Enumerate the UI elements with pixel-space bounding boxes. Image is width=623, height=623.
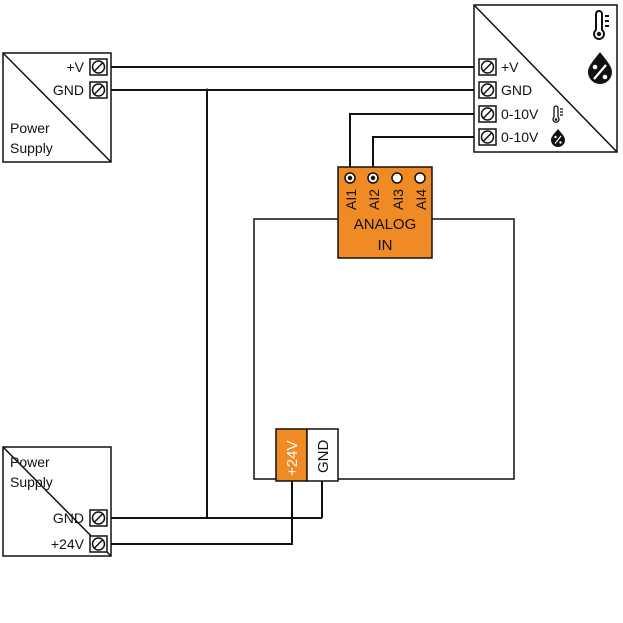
ai4-label: AI4 (413, 189, 429, 210)
power-gnd-label: GND (315, 440, 332, 474)
ps-bottom-gnd-label: GND (53, 510, 84, 526)
ai1-label: AI1 (343, 189, 359, 210)
input-terminal (391, 172, 403, 184)
input-terminal (367, 172, 379, 184)
input-terminal (414, 172, 426, 184)
analog-module-subtitle: IN (378, 237, 393, 254)
wire-ai2 (372, 136, 478, 178)
power-24v-label: +24V (284, 441, 301, 476)
input-terminal (344, 172, 356, 184)
ps-bottom-24v-label: +24V (51, 536, 85, 552)
power-supply-top: +V GND Power Supply (2, 52, 112, 163)
thermometer-icon (593, 10, 609, 40)
humidity-percent-icon (588, 52, 612, 84)
ps-bottom-label-line2: Supply (10, 474, 53, 490)
thermometer-icon (552, 105, 563, 123)
wire-ai1 (349, 113, 478, 178)
terminal-screw-icon (478, 128, 497, 146)
analog-input-module: AI1 AI2 AI3 AI4 ANALOG IN (337, 166, 433, 259)
wire-bottom-24v (108, 481, 293, 545)
ps-top-label-line1: Power (10, 120, 50, 136)
ps-top-gnd-label: GND (53, 82, 84, 98)
ps-top-label-line2: Supply (10, 140, 53, 156)
terminal-screw-icon (478, 81, 497, 99)
terminal-screw-icon (89, 509, 108, 527)
sensor-temp-signal-label: 0-10V (501, 106, 539, 122)
terminal-screw-icon (89, 81, 108, 99)
sensor-plus-v-label: +V (501, 59, 519, 75)
terminal-screw-icon (89, 58, 108, 76)
terminal-screw-icon (478, 58, 497, 76)
humidity-percent-icon (551, 129, 565, 147)
analog-module-title: ANALOG (354, 216, 417, 233)
terminal-screw-icon (478, 105, 497, 123)
ai3-label: AI3 (390, 189, 406, 210)
ai2-label: AI2 (366, 189, 382, 210)
junction-dot (205, 88, 209, 92)
wires (108, 66, 478, 545)
sensor-hum-signal-label: 0-10V (501, 129, 539, 145)
sensor-gnd-label: GND (501, 82, 532, 98)
sensor-box: +V GND 0-10V 0-10V (473, 4, 618, 153)
ps-bottom-label-line1: Power (10, 454, 50, 470)
ps-top-plus-v-label: +V (66, 59, 84, 75)
power-supply-bottom: Power Supply GND +24V (2, 446, 112, 557)
terminal-screw-icon (89, 535, 108, 553)
power-terminal-block: +24V GND (275, 428, 339, 482)
